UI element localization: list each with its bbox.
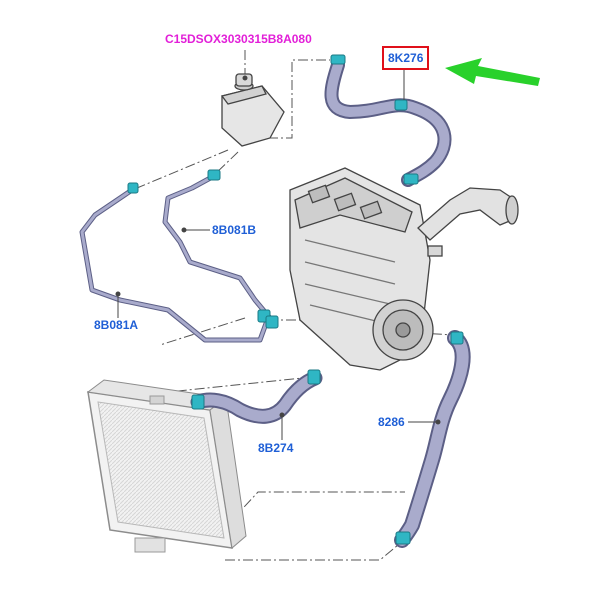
hose-b-label[interactable]: 8B081B — [212, 223, 257, 237]
hose-8b081a — [79, 187, 271, 343]
leader-radiator-bottom — [231, 491, 405, 521]
hose-8k276 — [324, 58, 452, 187]
leader-engine-to-lower-right — [359, 329, 456, 336]
leader-reservoir-to-hose-b — [212, 151, 239, 177]
engine — [289, 167, 443, 371]
coolant-pipe — [417, 187, 519, 241]
clamp-b-engine — [265, 315, 279, 329]
lower-hose-right-label[interactable]: 8286 — [378, 415, 405, 429]
pointer-dot-8b081a — [115, 291, 121, 297]
clamp-8286-bottom — [395, 531, 411, 545]
label-pointers — [115, 68, 441, 440]
pointer-dot-8b274 — [279, 412, 285, 418]
hose-8286 — [394, 330, 471, 548]
clamp-b-top — [207, 169, 221, 181]
clamp-8b274-left — [191, 394, 205, 410]
pointer-dot-8286 — [435, 419, 441, 425]
leader-radiator-top — [159, 317, 246, 346]
pointer-dot-reservoir — [242, 75, 248, 81]
leader-reservoir-to-upper — [268, 59, 330, 139]
hose-8b274 — [190, 370, 323, 424]
hose-clamps — [127, 54, 464, 545]
clamp-upper-mid — [394, 99, 408, 111]
clamp-8286-top — [450, 331, 464, 345]
expansion-tank — [220, 73, 285, 147]
hoses — [79, 58, 471, 548]
hose-a-label[interactable]: 8B081A — [94, 318, 139, 332]
hose-8b081b — [162, 173, 273, 321]
leader-bottom — [225, 539, 405, 561]
leader-reservoir-to-hose-a — [136, 149, 229, 189]
clamp-a-top — [127, 182, 139, 194]
highlighted-part-box[interactable]: 8K276 — [382, 46, 430, 70]
lower-hose-left-label[interactable]: 8B274 — [258, 441, 294, 455]
clamp-upper-bottom — [403, 173, 419, 185]
green-arrow-icon — [445, 58, 540, 86]
reservoir-code-label: C15DSOX3030315B8A080 — [165, 32, 312, 46]
clamp-8b274-right — [307, 369, 321, 385]
clamp-upper-top — [330, 54, 346, 65]
upper-hose-label: 8K276 — [388, 51, 424, 65]
pointer-dot-8b081b — [181, 227, 187, 233]
